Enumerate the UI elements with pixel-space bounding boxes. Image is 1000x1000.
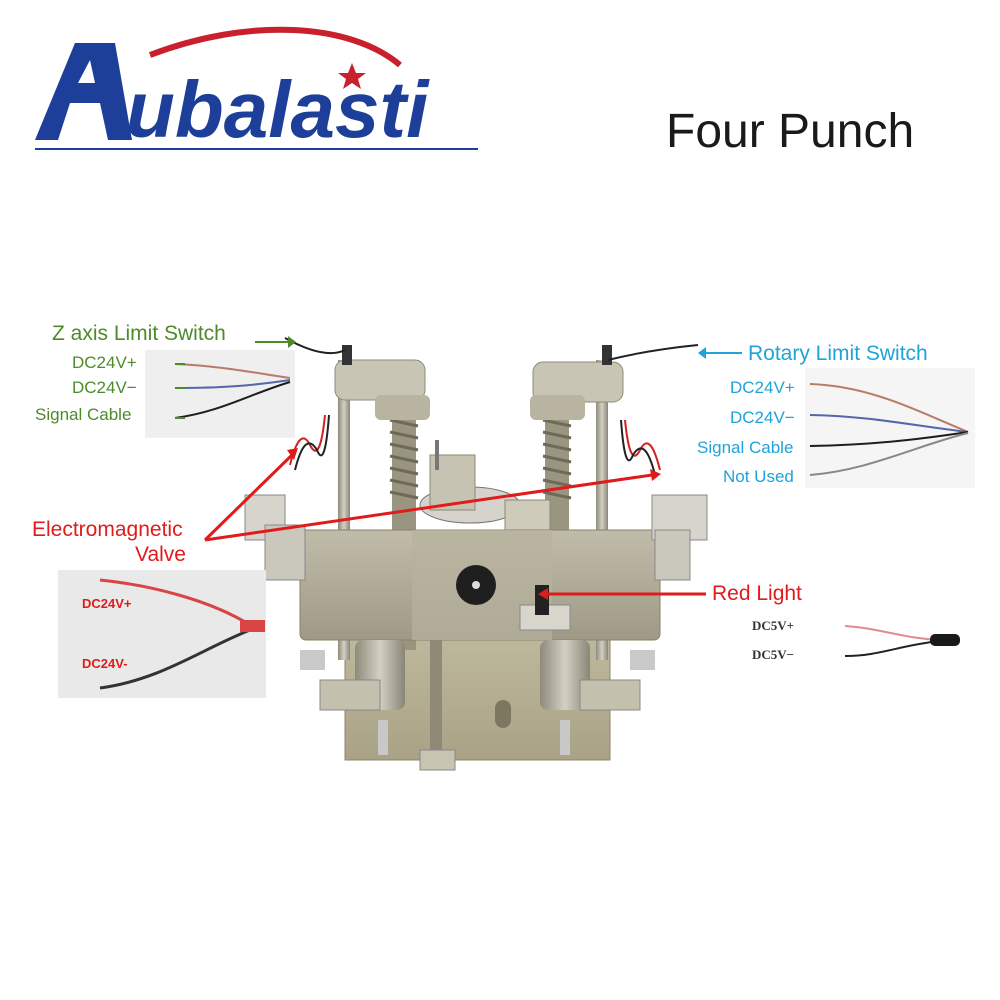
red-light-wire-dc5v-minus: DC5V− xyxy=(752,647,795,662)
page-title: Four Punch xyxy=(666,105,915,158)
red-light-wire-dc5v-plus: DC5V+ xyxy=(752,618,795,633)
rotary-wire-dc24v-plus: DC24V+ xyxy=(730,378,795,397)
rotary-wire-dc24v-minus: DC24V− xyxy=(730,408,795,427)
electromagnetic-valve-label-line1: Electromagnetic xyxy=(32,518,183,541)
aubalasti-logo: ubalasti xyxy=(35,26,478,154)
z-axis-wire-signal-cable: Signal Cable xyxy=(35,405,132,424)
valve-wire-dc24v-plus: DC24V+ xyxy=(82,596,132,611)
z-axis-limit-switch-label: Z axis Limit Switch xyxy=(52,322,226,345)
z-axis-wire-dc24v-minus: DC24V− xyxy=(72,378,137,397)
rotary-limit-switch-label: Rotary Limit Switch xyxy=(748,342,928,365)
red-light-label: Red Light xyxy=(712,582,802,605)
svg-text:ubalasti: ubalasti xyxy=(126,65,430,154)
rotary-wire-not-used: Not Used xyxy=(723,467,794,486)
electromagnetic-valve-label-line2: Valve xyxy=(135,543,186,566)
z-axis-wire-dc24v-plus: DC24V+ xyxy=(72,353,137,372)
rotary-wire-signal-cable: Signal Cable xyxy=(697,438,794,457)
valve-wire-dc24v-minus: DC24V- xyxy=(82,656,128,671)
